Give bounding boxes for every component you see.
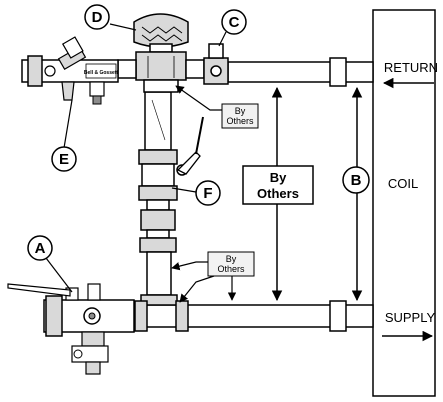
callout-f: F <box>171 180 221 206</box>
svg-text:B: B <box>351 172 362 189</box>
by-others-top-line-2: Others <box>226 116 254 126</box>
by-others-center-line-2: Others <box>257 186 299 201</box>
return-pipe <box>227 57 374 87</box>
by-others-top-label: By Others <box>175 85 259 129</box>
by-others-bottom-line-1: By <box>226 254 237 264</box>
svg-text:C: C <box>229 14 240 31</box>
svg-text:F: F <box>203 185 212 202</box>
by-others-top-line-1: By <box>235 106 246 116</box>
callout-c: C <box>218 9 247 47</box>
supply-label: SUPPLY <box>385 310 436 325</box>
callout-a: A <box>27 235 73 293</box>
coil-label: COIL <box>388 176 418 191</box>
valve-brand-label: Bell & Gossett <box>84 70 119 76</box>
by-others-center-line-1: By <box>270 170 287 185</box>
callout-e: E <box>51 99 77 172</box>
return-label: RETURN <box>384 60 438 75</box>
svg-text:D: D <box>92 9 103 26</box>
by-others-bottom-label: By Others <box>171 251 255 303</box>
callout-b: B <box>342 166 370 194</box>
svg-text:A: A <box>35 240 46 257</box>
actuator-d <box>133 13 189 53</box>
control-valve-body <box>117 51 205 93</box>
callout-d: D <box>84 4 137 31</box>
ball-valve-f <box>176 116 204 176</box>
circuit-setter-e: Bell & Gossett <box>21 36 119 105</box>
by-others-center-label: By Others <box>242 165 314 205</box>
by-others-bottom-line-2: Others <box>217 264 245 274</box>
test-port-c <box>203 43 229 85</box>
coil: COIL <box>372 9 436 397</box>
svg-text:E: E <box>59 151 69 168</box>
bypass-pipe <box>134 91 189 332</box>
supply-valve-a <box>7 283 135 375</box>
